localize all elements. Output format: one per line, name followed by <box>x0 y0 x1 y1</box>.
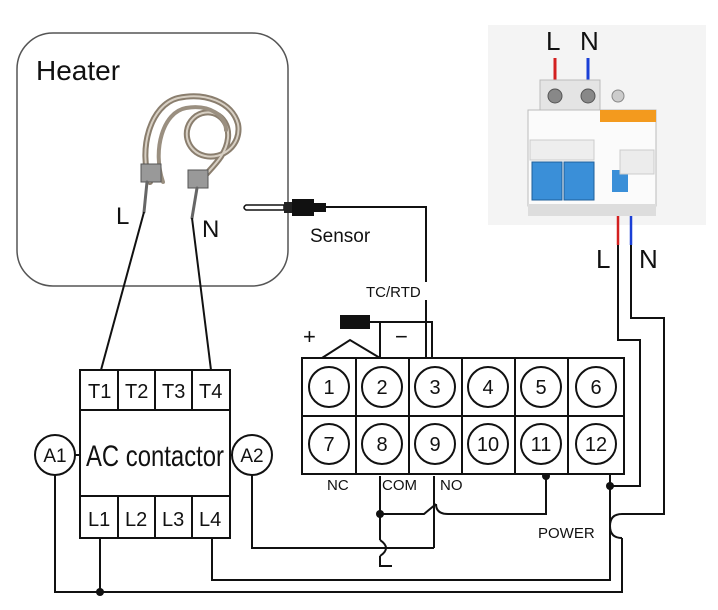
terminal-8: 8 <box>376 434 387 456</box>
sensor-probe-icon <box>243 199 326 216</box>
wire-l4-power <box>211 486 611 581</box>
controller-terminal-block: + − 1 2 3 4 5 6 7 8 9 10 11 12 <box>301 324 625 475</box>
wire-crossover-com <box>435 503 449 515</box>
output-minus-label: − <box>395 324 408 349</box>
wire-a1-l1 <box>54 474 100 593</box>
terminal-l3: L3 <box>162 509 184 531</box>
junction-l1 <box>96 588 104 596</box>
wiring <box>54 206 665 596</box>
terminal-7: 7 <box>323 434 334 456</box>
ac-contactor: T1 T2 T3 T4 AC contactor L1 L2 L3 L4 <box>79 369 231 539</box>
wire-l1-neutral <box>99 538 623 593</box>
terminal-row-2: 7 8 9 10 11 12 <box>308 423 617 465</box>
junction-com <box>376 510 384 518</box>
wire-heater-n-t4 <box>191 217 212 371</box>
wire-crossover-n <box>608 513 623 539</box>
heater-title: Heater <box>36 55 120 86</box>
nc-label: NC <box>327 477 349 494</box>
junction-power-12 <box>606 482 614 490</box>
terminal-9: 9 <box>429 434 440 456</box>
breaker-top-n-label: N <box>580 26 599 56</box>
terminal-2: 2 <box>376 377 387 399</box>
terminal-l4: L4 <box>199 509 221 531</box>
sensor-label: Sensor <box>310 226 371 247</box>
wire-heater-l-t1 <box>100 211 145 371</box>
output-plus-label: + <box>303 324 316 349</box>
terminal-t2: T2 <box>125 381 148 403</box>
contactor-label: AC contactor <box>86 440 224 473</box>
heater-coil-icon <box>140 93 242 220</box>
wire-output-minus <box>368 321 433 358</box>
terminal-t4: T4 <box>199 381 222 403</box>
terminal-row-1: 1 2 3 4 5 6 <box>308 366 617 408</box>
heater-frame <box>16 32 289 287</box>
wire-sensor <box>326 206 427 282</box>
breaker-bottom-n-label: N <box>639 244 658 274</box>
heater-panel: Heater L N <box>16 32 289 287</box>
terminal-l2: L2 <box>125 509 147 531</box>
terminal-11: 11 <box>531 434 552 456</box>
terminal-l1: L1 <box>88 509 110 531</box>
coil-a1-label: A1 <box>43 446 66 467</box>
circuit-breaker: L N <box>488 25 706 245</box>
terminal-3: 3 <box>429 377 440 399</box>
wire-breaker-l <box>609 245 641 487</box>
terminal-1: 1 <box>323 377 334 399</box>
no-label: NO <box>440 477 463 494</box>
terminal-t3: T3 <box>162 381 185 403</box>
com-label: COM <box>382 477 417 494</box>
terminal-12: 12 <box>585 434 607 456</box>
terminal-10: 10 <box>477 434 499 456</box>
coil-a2-label: A2 <box>240 446 263 467</box>
heater-l-label: L <box>116 203 129 230</box>
output-resistor <box>340 315 370 329</box>
heater-n-label: N <box>202 216 219 243</box>
terminal-t1: T1 <box>88 381 111 403</box>
breaker-top-l-label: L <box>546 26 560 56</box>
terminal-5: 5 <box>535 377 546 399</box>
breaker-bottom-l-label: L <box>596 244 610 274</box>
wire-output-bridge <box>321 338 381 359</box>
wire-no-a2 <box>251 474 434 549</box>
terminal-6: 6 <box>590 377 601 399</box>
wire-com-bridge <box>380 503 437 515</box>
wire-com-down2 <box>379 556 392 567</box>
wire-crossover-com2 <box>379 539 387 557</box>
wire-power-11 <box>448 476 547 515</box>
sensor-type-label: TC/RTD <box>366 284 421 301</box>
terminal-4: 4 <box>482 377 493 399</box>
wire-breaker-n <box>622 245 665 515</box>
power-label: POWER <box>538 525 595 542</box>
